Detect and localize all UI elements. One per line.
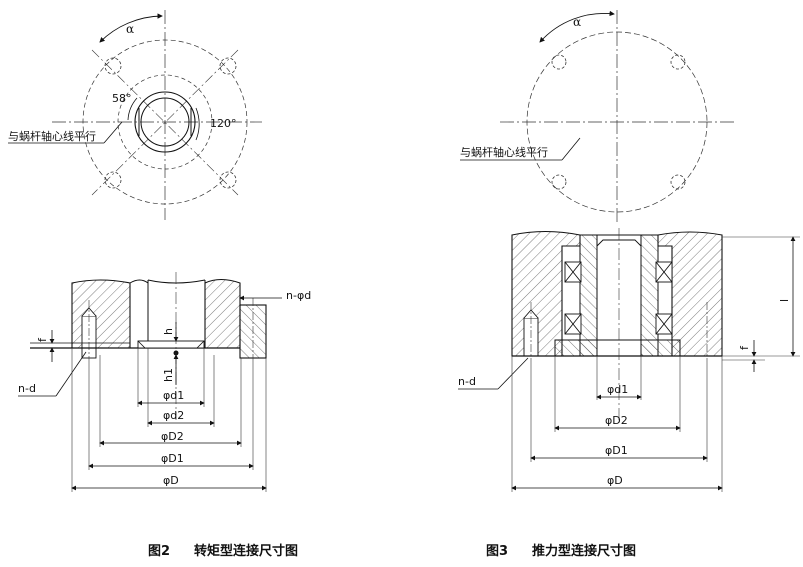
fig2-top-view: α 58° 120° 与蜗杆轴心线平行 — [8, 10, 262, 220]
fig3-f-label: f — [738, 345, 751, 350]
fig2-parallel-note: 与蜗杆轴心线平行 — [8, 129, 96, 143]
fig2-angle-120: 120° — [210, 117, 237, 130]
fig2-bolt-holes — [104, 57, 237, 189]
fig3-section-view: l f n-d φd1 φD2 φD1 φD — [458, 228, 800, 492]
fig3-dim-d1: φd1 — [607, 383, 628, 396]
fig3-caption-number: 图3 — [486, 544, 508, 559]
fig2-thread-label: n-d — [18, 382, 36, 395]
fig3-alpha-label: α — [573, 15, 581, 29]
fig2-f-label: f — [36, 337, 49, 342]
fig3-l-label: l — [778, 299, 791, 302]
fig2-section-view: h h1 f n-d n-φd — [18, 272, 311, 492]
fig2-h-label: h — [162, 328, 175, 335]
fig3-dim-D: φD — [607, 474, 623, 487]
fig3-bearings — [564, 261, 673, 335]
fig2-dim-D: φD — [163, 474, 179, 487]
fig3-dim-D1: φD1 — [605, 444, 628, 457]
fig3-dim-D2: φD2 — [605, 414, 628, 427]
fig2-dim-D2: φD2 — [161, 430, 184, 443]
fig3-caption-text: 推力型连接尺寸图 — [532, 543, 636, 559]
fig2-dim-d2: φd2 — [163, 409, 184, 422]
fig2-hole-label: n-φd — [286, 289, 311, 302]
fig3-parallel-note: 与蜗杆轴心线平行 — [460, 145, 548, 159]
fig3-thread-label: n-d — [458, 375, 476, 388]
fig2-h1-label: h1 — [162, 368, 175, 382]
fig3-bolt-holes — [551, 54, 686, 190]
fig2-caption-number: 图2 — [148, 544, 170, 559]
fig3-top-view: α 与蜗杆轴心线平行 — [460, 10, 736, 222]
fig2-alpha-label: α — [126, 22, 134, 36]
fig2-caption-text: 转矩型连接尺寸图 — [194, 543, 298, 559]
fig2-angle-58: 58° — [112, 92, 132, 105]
fig2-dim-d1: φd1 — [163, 389, 184, 402]
fig2-dim-D1: φD1 — [161, 452, 184, 465]
